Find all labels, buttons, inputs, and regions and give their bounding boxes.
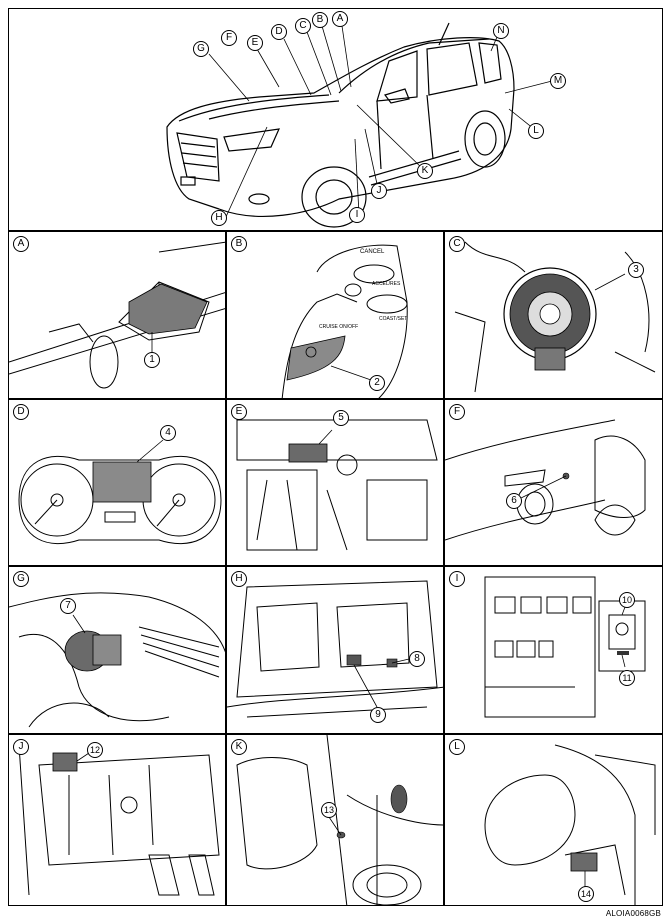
overview-label-f: F [221,30,237,46]
callout-13: 13 [321,802,337,818]
panel-letter: J [13,739,29,755]
callout-7: 7 [60,598,76,614]
overview-label-c: C [295,18,311,34]
overview-label-k: K [417,163,433,179]
overview-label-i: I [349,207,365,223]
overview-label-d: D [271,24,287,40]
figure-id: ALOIA0068GB [605,909,661,918]
callout-12: 12 [87,742,103,758]
panel-g: G 7 [8,566,226,734]
callout-3: 3 [628,262,644,278]
overview-label-b: B [312,12,328,28]
panel-letter: D [13,404,29,420]
callout-2: 2 [369,375,385,391]
overview-label-a: A [332,11,348,27]
callout-4: 4 [160,425,176,441]
panel-letter: A [13,236,29,252]
callout-11: 11 [619,670,635,686]
callout-14: 14 [578,886,594,902]
callout-9: 9 [370,707,386,723]
overview-label-e: E [247,35,263,51]
overview-label-n: N [493,23,509,39]
overview-label-g: G [193,41,209,57]
panel-letter: I [449,571,465,587]
callout-6: 6 [506,493,522,509]
label-cancel: CANCEL [360,249,385,255]
panel-letter: B [231,236,247,252]
panel-letter: G [13,571,29,587]
callout-10: 10 [619,592,635,608]
panel-i: I 10 11 [444,566,663,734]
panel-letter: F [449,404,465,420]
overview-label-j: J [371,183,387,199]
panel-letter: L [449,739,465,755]
panel-a: A 1 [8,231,226,399]
panel-k: K 13 [226,734,444,906]
panel-d: D 4 [8,399,226,566]
panel-h: H 8 9 [226,566,444,734]
panel-letter: C [449,236,465,252]
callout-8: 8 [409,651,425,667]
callout-5: 5 [333,410,349,426]
label-accel-res: ACCEL/RES [372,281,401,287]
overview-label-l: L [528,123,544,139]
panel-b: CANCEL ACCEL/RES COAST/SET CRUISE ON/OFF… [226,231,444,399]
label-cruise-on-off: CRUISE ON/OFF [319,324,359,330]
panel-letter: K [231,739,247,755]
overview-label-h: H [211,210,227,226]
label-coast-set: COAST/SET [379,316,408,322]
panel-e: E 5 [226,399,444,566]
panel-c: C 3 [444,231,663,399]
callout-1: 1 [144,352,160,368]
panel-letter: E [231,404,247,420]
panel-j: J 12 [8,734,226,906]
overview-panel: A B C D E F G H I J K L M N [8,8,663,231]
panel-letter: H [231,571,247,587]
vehicle-illustration [166,22,553,228]
overview-label-m: M [550,73,566,89]
panel-f: F 6 [444,399,663,566]
panel-l: L 14 [444,734,663,906]
